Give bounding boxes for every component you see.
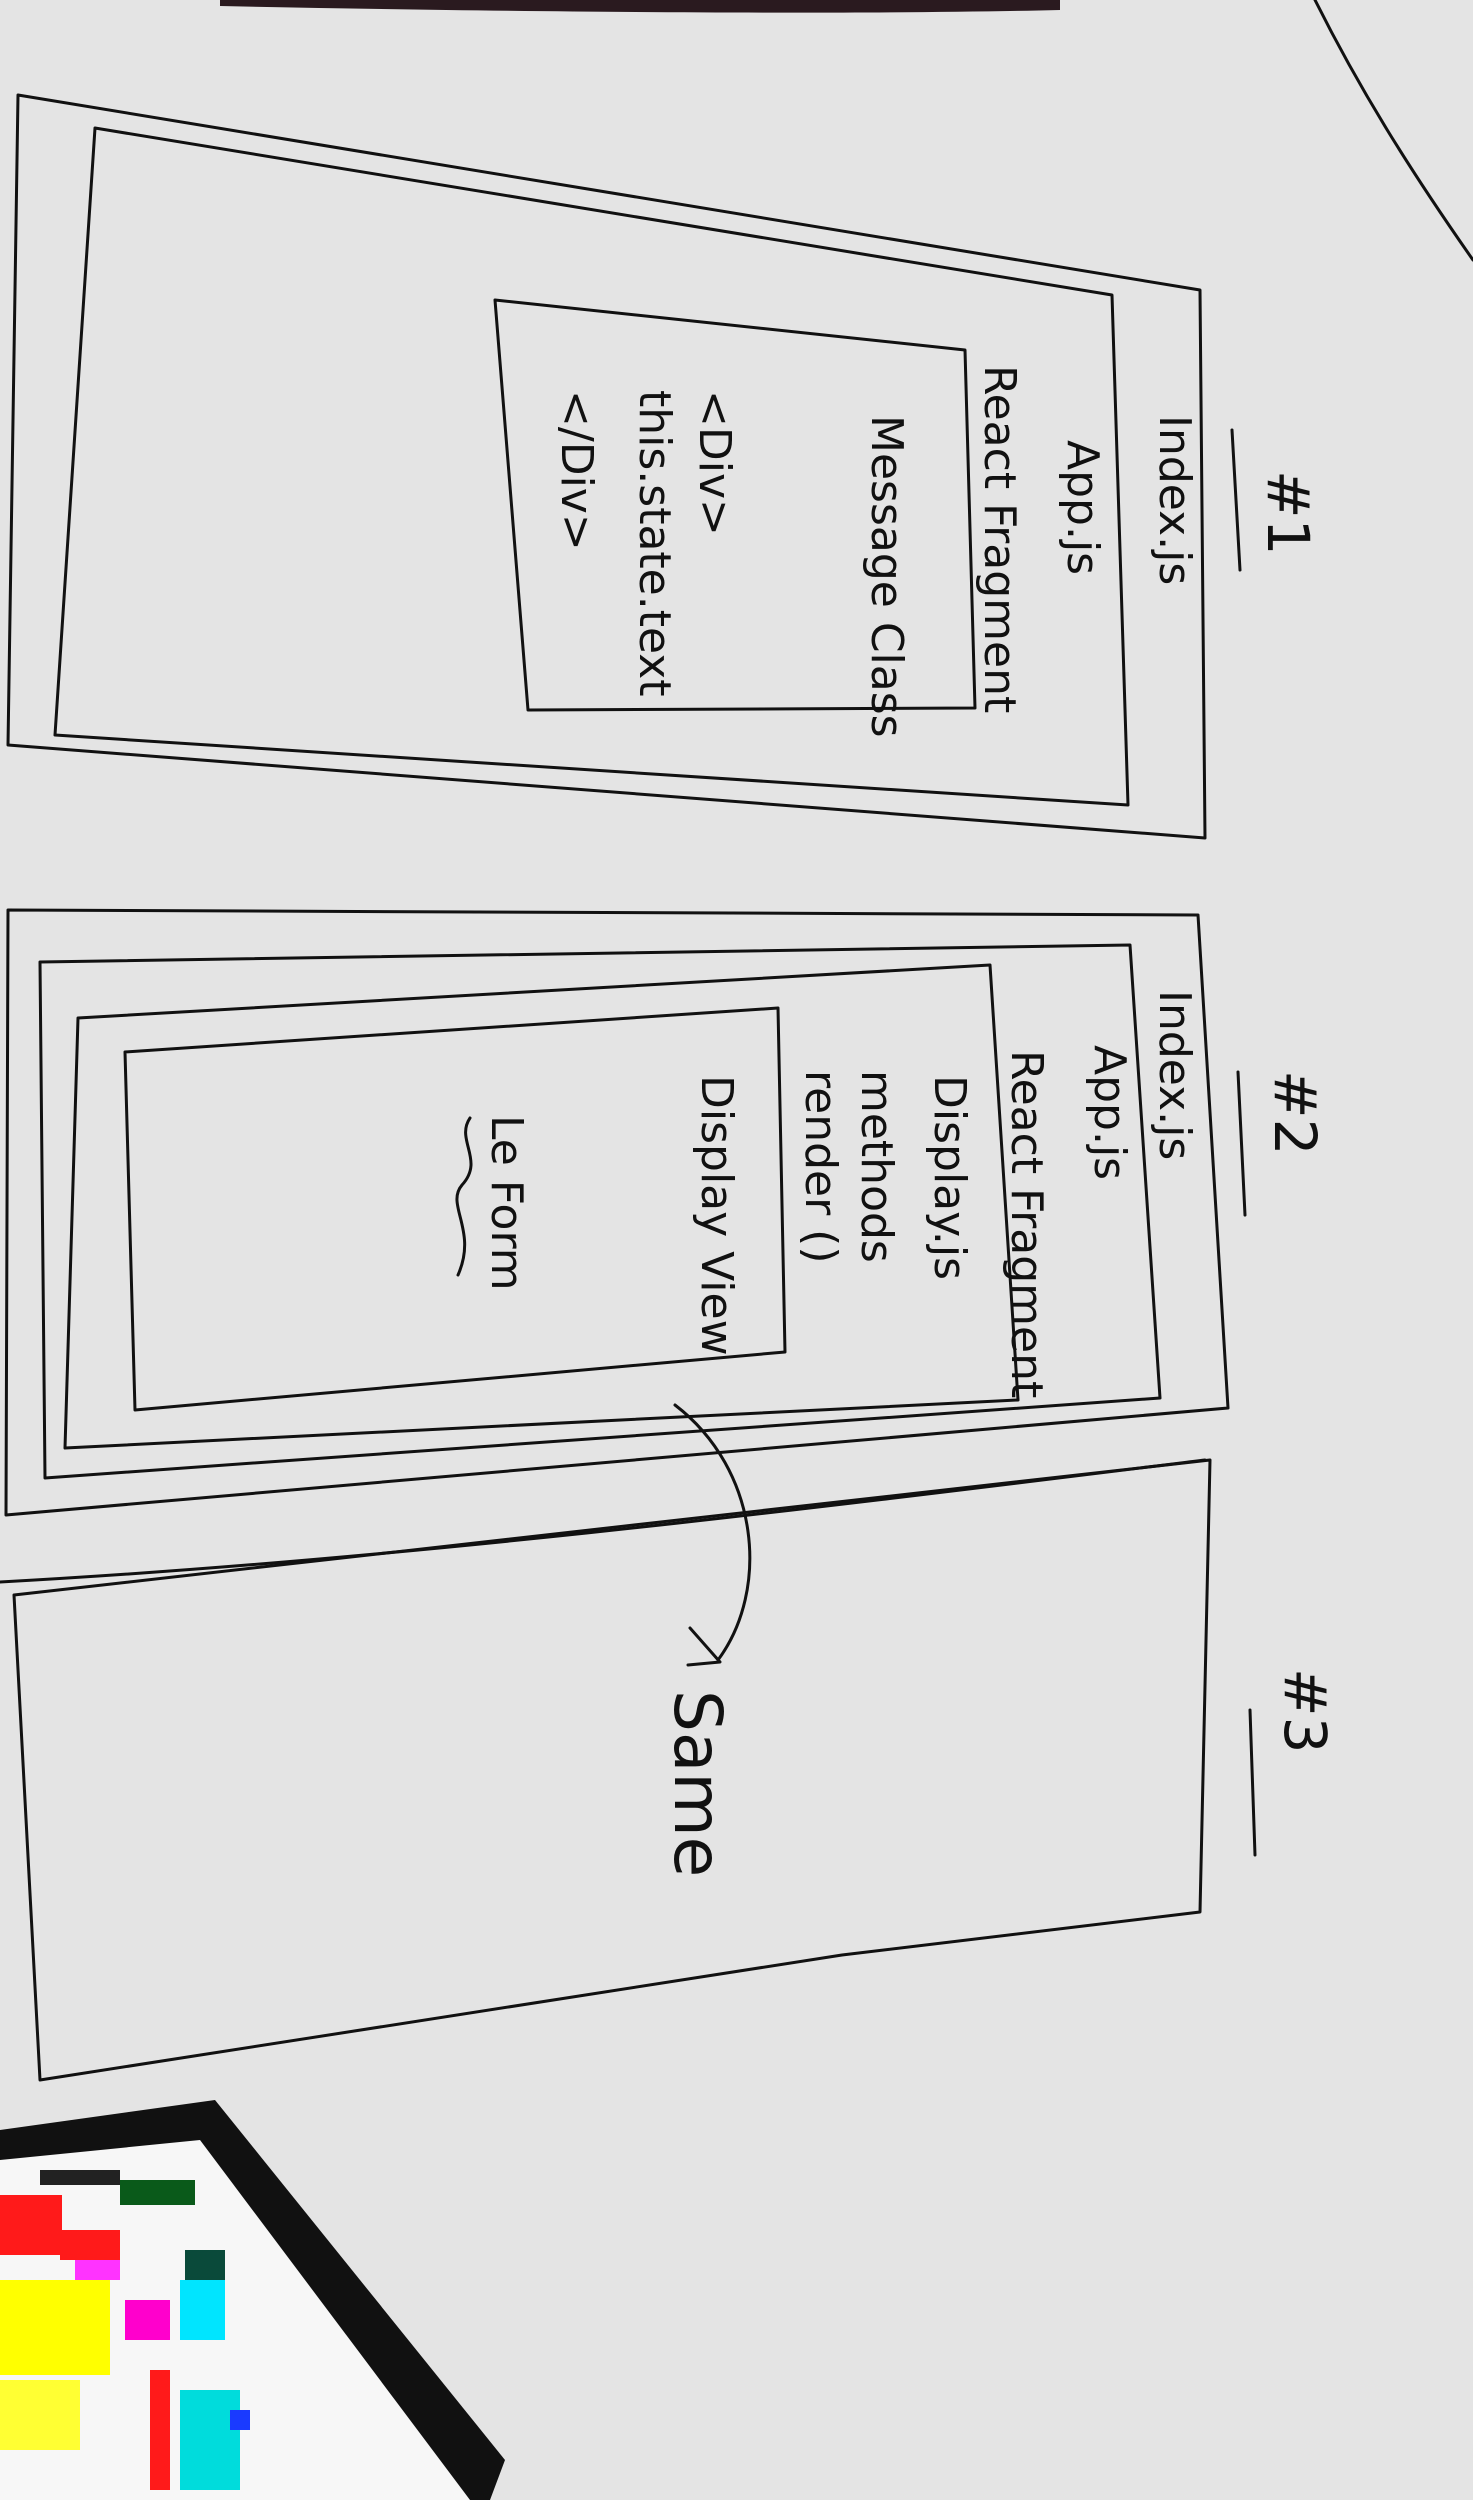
message-class-label: Message Class bbox=[861, 415, 912, 738]
title-3-underline bbox=[1248, 1708, 1257, 1857]
fragment-box-2 bbox=[63, 963, 1020, 1450]
noise-magenta-2 bbox=[125, 2300, 170, 2340]
index-box-2 bbox=[4, 908, 1230, 1517]
title-3: #3 bbox=[1271, 1668, 1339, 1754]
title-2: #2 bbox=[1261, 1070, 1329, 1156]
methods-label: methods bbox=[851, 1070, 902, 1263]
form-label: Le Form bbox=[481, 1115, 532, 1291]
arrow-head bbox=[686, 1626, 722, 1667]
index-box-1 bbox=[6, 93, 1207, 840]
sketch-3: #3 Same bbox=[12, 1403, 1339, 2082]
noise-green bbox=[120, 2180, 195, 2205]
connector-arrow bbox=[673, 1403, 752, 1662]
pixel-noise-block bbox=[0, 2100, 505, 2500]
paper-edge-curve bbox=[1313, 0, 1473, 262]
display-box-2 bbox=[123, 1006, 787, 1412]
noise-blue bbox=[230, 2410, 250, 2430]
div-close-label: </Div> bbox=[551, 390, 602, 551]
title-1-underline bbox=[1230, 428, 1242, 572]
display-js-label: Display.js bbox=[924, 1075, 975, 1280]
fragment-label-2: React Fragment bbox=[1001, 1050, 1052, 1398]
div-open-label: <Div> bbox=[689, 390, 740, 536]
display-view-label: Display View bbox=[691, 1075, 742, 1356]
same-label: Same bbox=[659, 1690, 736, 1877]
app-box-2 bbox=[38, 943, 1162, 1480]
title-1: #1 bbox=[1254, 470, 1322, 556]
noise-dark bbox=[40, 2170, 120, 2185]
noise-yellow bbox=[0, 2280, 110, 2375]
message-box-1 bbox=[493, 298, 977, 712]
fragment-label-1: React Fragment bbox=[974, 365, 1025, 713]
noise-cyan bbox=[180, 2280, 225, 2340]
app-label-2: App.js bbox=[1084, 1045, 1135, 1180]
index-label-1: Index.js bbox=[1149, 415, 1200, 585]
noise-magenta bbox=[75, 2260, 120, 2280]
noise-yellow-2 bbox=[0, 2380, 80, 2450]
bottom-stroke-2 bbox=[0, 1458, 1207, 1584]
sketch-2: #2 Index.js App.js React Fragment Displa… bbox=[0, 908, 1329, 1584]
app-box-1 bbox=[53, 126, 1130, 807]
render-label: render () bbox=[795, 1070, 846, 1264]
noise-red bbox=[0, 2195, 62, 2255]
outer-box-3 bbox=[12, 1458, 1212, 2082]
form-underline bbox=[455, 1116, 473, 1277]
title-2-underline bbox=[1236, 1070, 1247, 1217]
index-label-2: Index.js bbox=[1149, 990, 1200, 1160]
noise-red-3 bbox=[150, 2370, 170, 2490]
noise-red-2 bbox=[60, 2230, 120, 2260]
top-smudge bbox=[220, 0, 1060, 13]
sketch-1: #1 Index.js App.js React Fragment Messag… bbox=[6, 93, 1322, 840]
app-label-1: App.js bbox=[1057, 440, 1108, 575]
noise-cyan-2 bbox=[180, 2390, 240, 2490]
state-text-label: this.state.text bbox=[629, 390, 680, 697]
